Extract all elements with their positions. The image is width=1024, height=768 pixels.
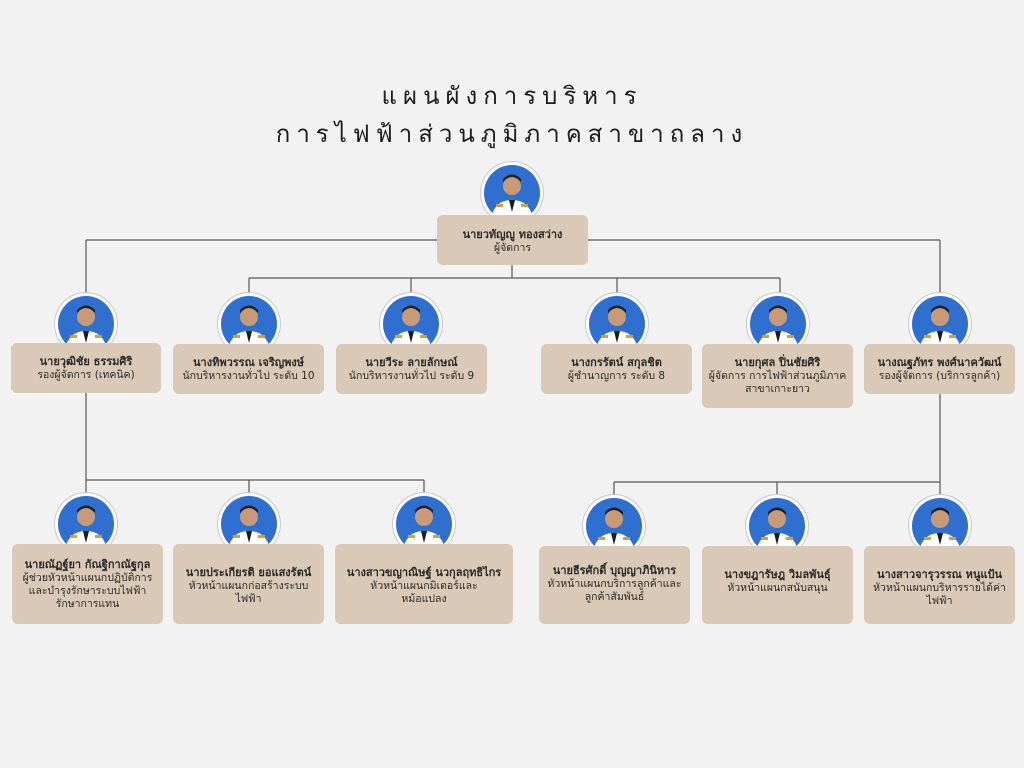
person-role: ผู้ชำนาญการ ระดับ 8 <box>567 370 666 382</box>
manager-photo <box>481 162 543 224</box>
tier2-card: นายวีระ ลายลักษณ์ นักบริหารงานทั่วไป ระด… <box>336 344 487 394</box>
tier2-card: นางณฐภัทร พงศ์นาควัฒน์ รองผู้จัดการ (บริ… <box>864 344 1015 394</box>
person-name: นายวุฒิชัย ธรรมศิริ <box>39 355 133 368</box>
tier3-card: นายประเกียรติ ยอแสงรัตน์ หัวหน้าแผนกก่อส… <box>173 544 324 624</box>
person-name: นายวีระ ลายลักษณ์ <box>365 356 458 369</box>
person-role: ผู้จัดการ <box>493 242 532 254</box>
person-role: หัวหน้าแผนกบริหารรายได้ค่าไฟฟ้า <box>873 582 1006 607</box>
person-name: นางสาวขญาณิษฐ์ นวกุลฤทธิไกร <box>346 566 502 579</box>
person-role: หัวหน้าแผนกสนับสนุน <box>727 582 828 594</box>
chart-title: แผนผังการบริหาร <box>381 82 643 110</box>
person-name: นายธีรศักดิ์ บุญญาภินิหาร <box>552 564 677 577</box>
person-photo <box>380 293 442 355</box>
person-name: นางณฐภัทร พงศ์นาควัฒน์ <box>877 356 1002 369</box>
tier2-card: นางกรรัตน์ สกุลชิต ผู้ชำนาญการ ระดับ 8 <box>541 344 692 394</box>
portrait-icon <box>586 498 642 554</box>
person-role: นักบริหารงานทั่วไป ระดับ 9 <box>348 370 475 382</box>
tier3-card: นางสาวขญาณิษฐ์ นวกุลฤทธิไกร หัวหน้าแผนกม… <box>335 544 513 624</box>
portrait-icon <box>58 296 114 352</box>
person-photo <box>747 293 809 355</box>
person-name: นางขฎารัษฎ วิมลพันธุ์ <box>724 568 831 581</box>
person-role: รองผู้จัดการ (เทคนิค) <box>37 369 135 381</box>
tier2-card: นายวุฒิชัย ธรรมศิริ รองผู้จัดการ (เทคนิค… <box>11 343 161 393</box>
person-name: นายกุศล ปิ่นชัยศิริ <box>734 356 821 369</box>
person-name: นายณัฏฐ์ยา กัณฐิกาณัฐกุล <box>24 558 151 571</box>
tier3-card: นายธีรศักดิ์ บุญญาภินิหาร หัวหน้าแผนกบริ… <box>539 546 690 624</box>
person-role: ผู้จัดการ การไฟฟ้าส่วนภูมิภาค สาขาเกาะยา… <box>708 370 847 395</box>
tier3-card: นางขฎารัษฎ วิมลพันธุ์ หัวหน้าแผนกสนับสนุ… <box>702 546 853 624</box>
person-role: นักบริหารงานทั่วไป ระดับ 10 <box>182 370 315 382</box>
tier3-card: นายณัฏฐ์ยา กัณฐิกาณัฐกุล ผู้ช่วยหัวหน้าแ… <box>12 544 163 624</box>
person-role: หัวหน้าแผนกบริการลูกค้าและลูกค้าสัมพันธ์ <box>547 578 682 603</box>
manager-card: นายวทัญญู ทองสว่าง ผู้จัดการ <box>437 215 588 265</box>
person-name: นายวทัญญู ทองสว่าง <box>462 228 563 241</box>
tier2-card: นางทิพวรรณ เจริญพงษ์ นักบริหารงานทั่วไป … <box>173 344 324 394</box>
person-role: ผู้ช่วยหัวหน้าแผนกปฏิบัติการและบำรุงรักษ… <box>22 572 153 610</box>
person-name: นายประเกียรติ ยอแสงรัตน์ <box>185 566 312 579</box>
tier3-card: นางสาวจารุวรรณ หนูแป้น หัวหน้าแผนกบริหาร… <box>864 546 1015 624</box>
person-role: รองผู้จัดการ (บริการลูกค้า) <box>878 370 1001 382</box>
chart-subtitle: การไฟฟ้าส่วนภูมิภาคสาขาถลาง <box>275 120 749 148</box>
person-name: นางทิพวรรณ เจริญพงษ์ <box>193 356 304 369</box>
tier2-card: นายกุศล ปิ่นชัยศิริ ผู้จัดการ การไฟฟ้าส่… <box>702 344 853 408</box>
person-role: หัวหน้าแผนกก่อสร้างระบบไฟฟ้า <box>188 580 309 605</box>
person-name: นางสาวจารุวรรณ หนูแป้น <box>876 568 1003 581</box>
portrait-icon <box>484 165 540 221</box>
person-name: นางกรรัตน์ สกุลชิต <box>571 356 662 369</box>
person-role: หัวหน้าแผนกมิเตอร์และหม้อแปลง <box>370 580 478 605</box>
